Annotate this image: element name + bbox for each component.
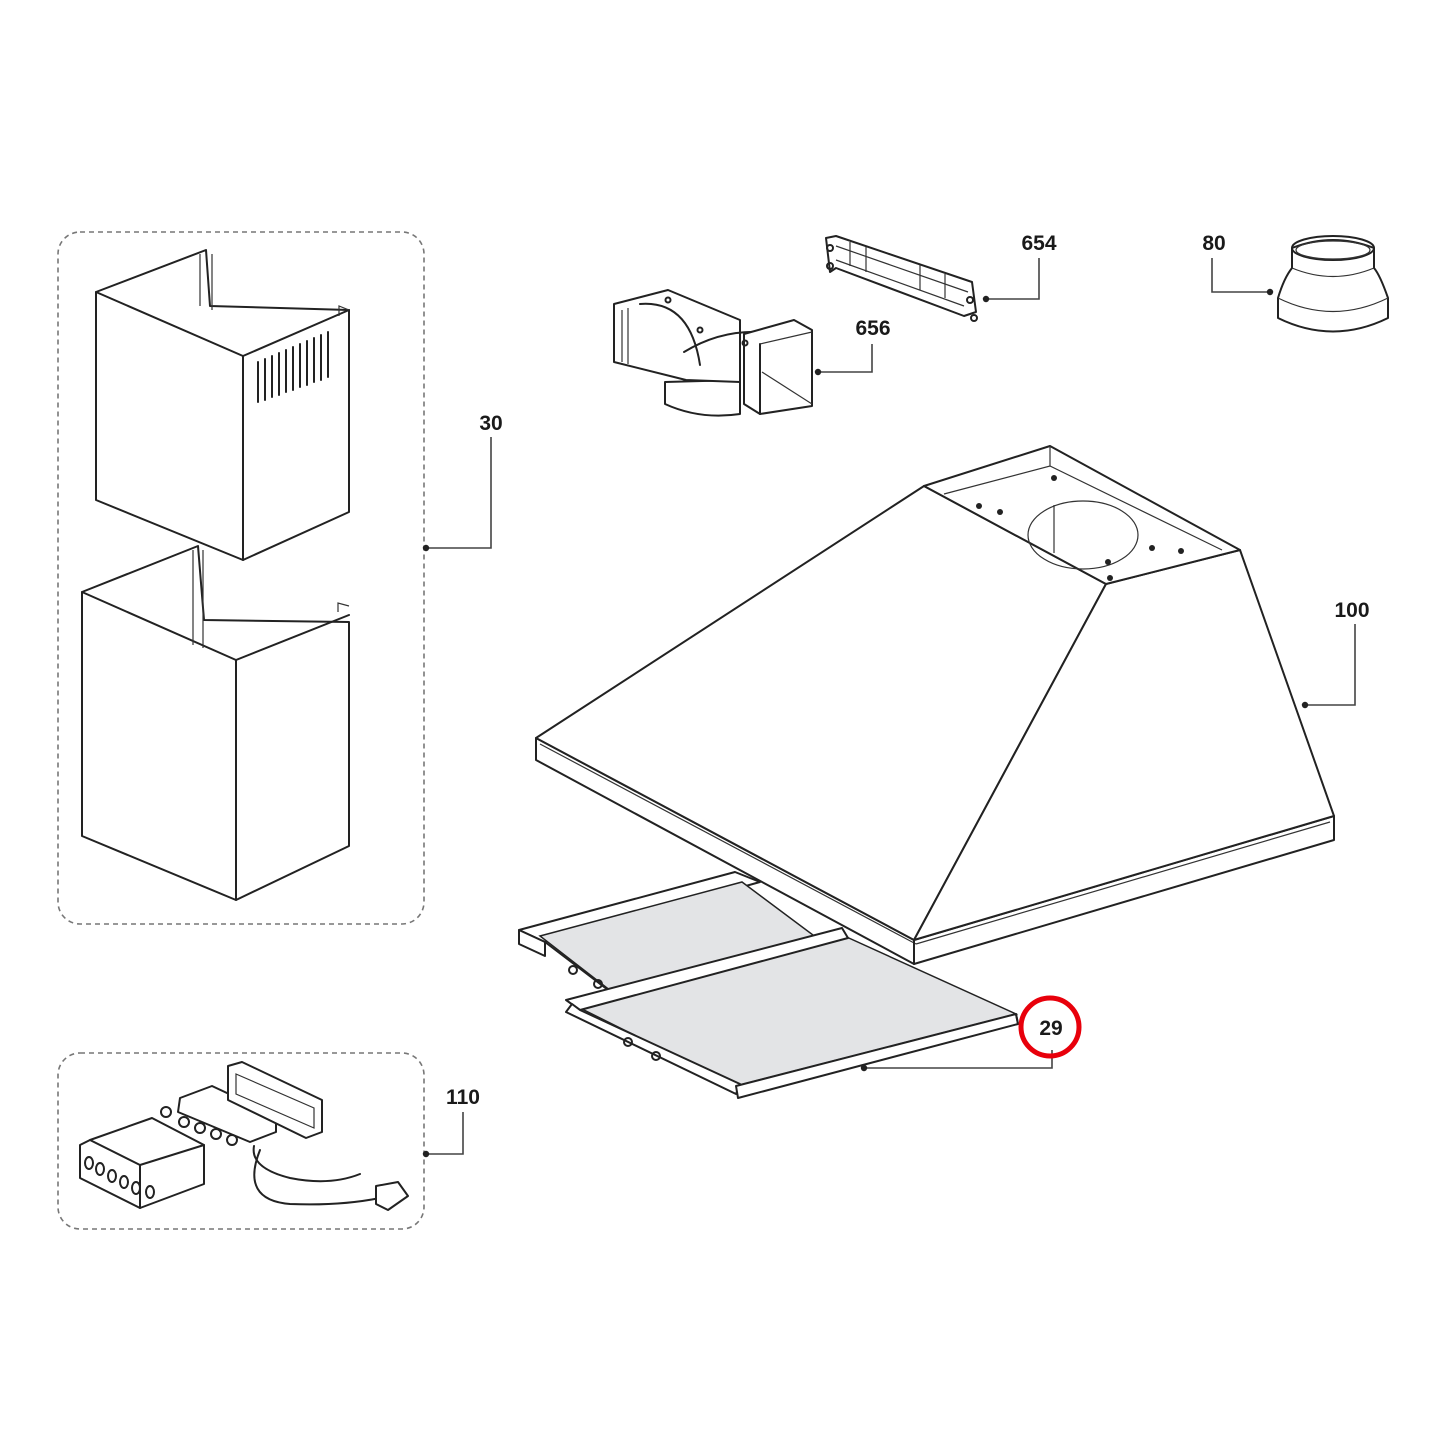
part-label-80[interactable]: 80: [1202, 232, 1225, 255]
bracket-shape: [825, 235, 978, 322]
duct-adapter-shape: [613, 289, 813, 417]
part-label-654[interactable]: 654: [1021, 232, 1056, 255]
control-assembly-shape: [79, 1061, 409, 1211]
grease-filter-front: [565, 927, 1019, 1099]
lower-chimney-cover: [81, 545, 350, 901]
mounting-holes: [976, 475, 1184, 581]
part-80-reducer-collar[interactable]: 80: [1202, 232, 1389, 333]
part-110-control-assembly[interactable]: 110: [57, 1052, 480, 1230]
part-label-29[interactable]: 29: [1039, 1017, 1062, 1040]
switch-knobs: [160, 1106, 238, 1146]
group-box-30: [57, 231, 425, 925]
part-label-110[interactable]: 110: [446, 1086, 480, 1109]
hood-canopy-shape: [535, 445, 1335, 965]
part-label-30[interactable]: 30: [479, 412, 502, 435]
upper-chimney-cover: [95, 249, 350, 561]
group-box-110: [57, 1052, 425, 1230]
part-29-grease-filter[interactable]: 29: [518, 871, 1082, 1099]
part-30-chimney-covers[interactable]: 30: [57, 231, 503, 925]
control-buttons: [84, 1156, 155, 1199]
vent-slots: [257, 331, 329, 403]
part-654-mounting-bracket[interactable]: 654: [825, 232, 1057, 322]
highlight-circle: [1018, 995, 1082, 1059]
reducer-shape: [1277, 235, 1389, 333]
part-label-100[interactable]: 100: [1334, 599, 1369, 622]
part-label-656[interactable]: 656: [855, 317, 890, 340]
part-100-hood-canopy[interactable]: 100: [535, 445, 1370, 965]
part-656-duct-adapter[interactable]: 656: [613, 289, 891, 417]
